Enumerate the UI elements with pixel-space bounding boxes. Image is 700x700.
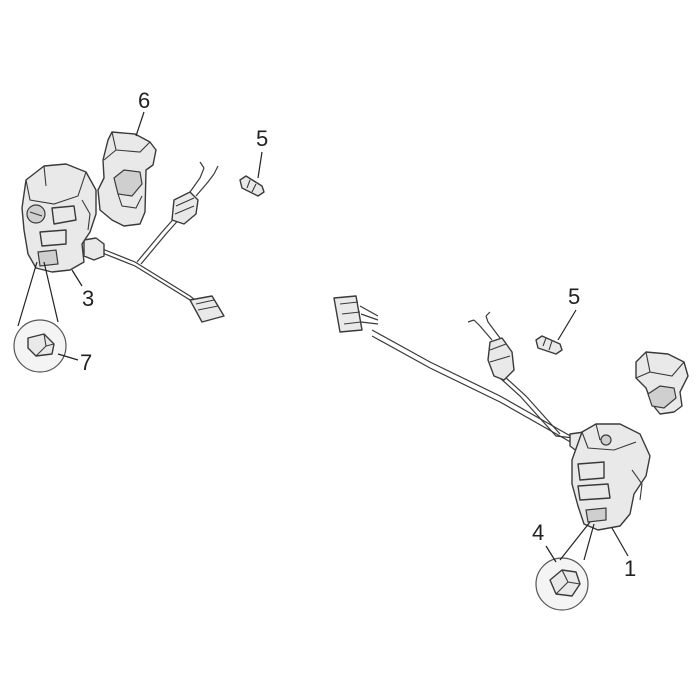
- part-1-right-switch-housing: [571, 423, 651, 531]
- left-harness-connector: [189, 295, 225, 323]
- leader-1: [611, 527, 629, 557]
- callout-label-6: 6: [138, 88, 150, 113]
- part-6-left-switch-cover: [97, 131, 157, 227]
- callout-label-3: 3: [82, 286, 94, 311]
- callout-label-7: 7: [80, 350, 92, 375]
- leader-3: [71, 269, 83, 287]
- callout-label-5-left: 5: [256, 126, 268, 151]
- part-5-right-bulb: [535, 335, 563, 355]
- leader-7: [57, 353, 79, 361]
- part-6-right-switch-cover: [635, 351, 689, 415]
- leader-7a: [17, 261, 38, 327]
- right-harness-connector: [333, 295, 379, 333]
- part-4-callout: [535, 557, 589, 611]
- right-wire-harness: [371, 311, 591, 453]
- leader-6: [135, 111, 145, 137]
- left-wire-harness: [83, 161, 219, 309]
- leader-4b: [583, 523, 595, 561]
- callout-label-5-right: 5: [568, 284, 580, 309]
- leader-5-right: [557, 309, 577, 341]
- part-5-left-bulb: [239, 175, 265, 197]
- part-7-callout: [13, 319, 67, 373]
- callout-label-1: 1: [624, 556, 636, 581]
- part-3-left-switch-housing: [21, 163, 97, 273]
- leader-7b: [43, 261, 59, 323]
- leader-4a: [559, 521, 591, 561]
- leader-4: [545, 545, 557, 563]
- callout-label-4: 4: [532, 520, 544, 545]
- leader-5-left: [257, 151, 263, 179]
